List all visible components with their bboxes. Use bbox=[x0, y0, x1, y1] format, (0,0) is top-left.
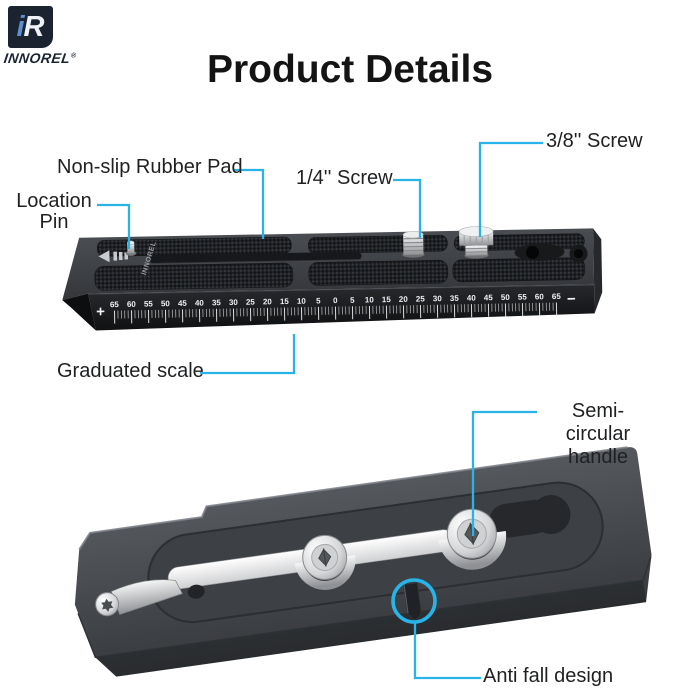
svg-text:40: 40 bbox=[467, 294, 477, 303]
svg-text:35: 35 bbox=[212, 298, 222, 307]
svg-text:5: 5 bbox=[316, 296, 321, 305]
torx-socket-icon bbox=[101, 598, 114, 612]
pin-lever bbox=[95, 579, 205, 617]
svg-text:55: 55 bbox=[518, 293, 528, 302]
scale-plus-sign: + bbox=[96, 303, 105, 320]
logo-monogram-i: i bbox=[16, 10, 25, 43]
bottom-plate bbox=[74, 446, 652, 677]
direction-arrow-icon bbox=[98, 250, 129, 263]
top-plate-left-bevel bbox=[62, 293, 96, 331]
leader-rubber-pad bbox=[233, 168, 265, 239]
svg-text:65: 65 bbox=[552, 292, 562, 301]
mount-holes bbox=[514, 243, 588, 263]
anti-fall-notch bbox=[402, 582, 422, 620]
svg-text:5: 5 bbox=[350, 296, 355, 305]
svg-text:45: 45 bbox=[484, 293, 494, 302]
rubber-pad bbox=[452, 257, 586, 283]
center-slot bbox=[149, 251, 362, 264]
svg-text:0: 0 bbox=[333, 296, 338, 305]
label-semi-circular-handle: Semi-circular handle bbox=[540, 400, 656, 469]
leader-graduated-scale bbox=[200, 334, 296, 375]
page-title: Product Details bbox=[206, 48, 494, 92]
label-anti-fall: Anti fall design bbox=[483, 665, 614, 687]
svg-text:30: 30 bbox=[433, 294, 443, 303]
svg-text:50: 50 bbox=[501, 293, 511, 302]
scale-minus-sign: − bbox=[567, 291, 576, 308]
label-location-line1: Location bbox=[16, 190, 92, 212]
leader-quarter-screw bbox=[393, 178, 422, 238]
label-location-pin: Location Pin bbox=[12, 191, 96, 233]
leader-anti-fall bbox=[413, 623, 481, 680]
svg-text:15: 15 bbox=[280, 297, 290, 306]
svg-text:60: 60 bbox=[535, 292, 545, 301]
svg-text:30: 30 bbox=[229, 298, 239, 307]
svg-text:65: 65 bbox=[110, 300, 120, 309]
svg-text:10: 10 bbox=[297, 297, 307, 306]
svg-text:55: 55 bbox=[144, 299, 154, 308]
svg-text:25: 25 bbox=[246, 298, 256, 307]
leader-semi-handle bbox=[471, 410, 537, 536]
top-plate-front-face bbox=[88, 284, 595, 331]
svg-text:20: 20 bbox=[399, 295, 409, 304]
svg-text:10: 10 bbox=[365, 295, 375, 304]
svg-text:35: 35 bbox=[450, 294, 460, 303]
svg-text:25: 25 bbox=[416, 294, 426, 303]
label-semi-line1: Semi-circular bbox=[565, 400, 631, 445]
svg-text:50: 50 bbox=[161, 299, 171, 308]
top-plate-right-face bbox=[593, 228, 603, 314]
screw-base bbox=[294, 534, 356, 590]
svg-text:15: 15 bbox=[382, 295, 392, 304]
quarter-inch-screw bbox=[402, 230, 425, 258]
lever-hole bbox=[187, 584, 205, 599]
leader-three-eighths-screw bbox=[478, 141, 543, 237]
svg-text:20: 20 bbox=[263, 297, 273, 306]
rubber-pad bbox=[308, 234, 448, 254]
label-location-line2: Pin bbox=[39, 211, 69, 233]
semi-circular-handle bbox=[438, 508, 507, 570]
label-quarter-screw: 1/4'' Screw bbox=[296, 167, 393, 189]
three-eighths-inch-screw bbox=[458, 226, 494, 259]
svg-text:45: 45 bbox=[178, 299, 188, 308]
rubber-pad bbox=[94, 262, 294, 291]
anti-fall-highlight-circle bbox=[391, 578, 437, 624]
logo-monogram-r: R bbox=[23, 10, 45, 43]
rubber-pad bbox=[308, 259, 449, 286]
label-graduated-scale: Graduated scale bbox=[57, 360, 204, 382]
svg-text:40: 40 bbox=[195, 298, 205, 307]
leader-location-pin bbox=[97, 203, 131, 249]
top-plate: INNOREL bbox=[62, 226, 603, 331]
svg-text:60: 60 bbox=[127, 300, 137, 309]
label-rubber-pad: Non-slip Rubber Pad bbox=[57, 156, 243, 178]
handle-grip bbox=[489, 495, 571, 538]
label-semi-line2: handle bbox=[567, 446, 629, 468]
label-three-eighths-screw: 3/8'' Screw bbox=[546, 130, 643, 152]
